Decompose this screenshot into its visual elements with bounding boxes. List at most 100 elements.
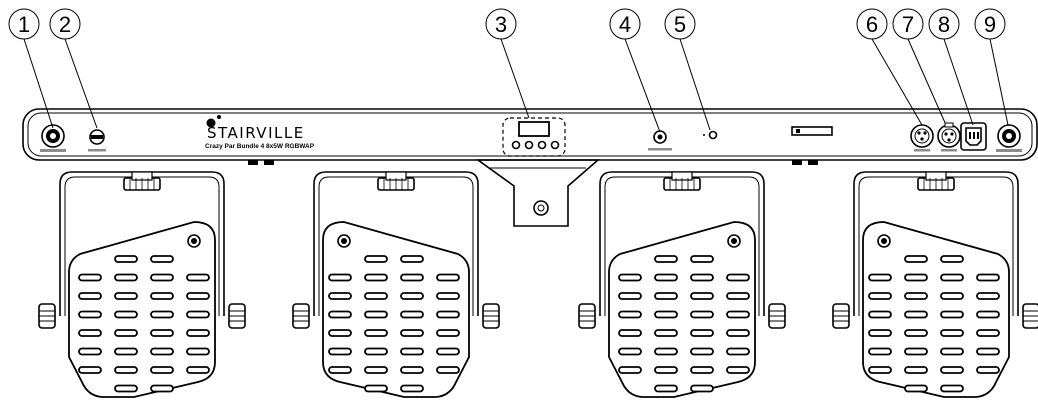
vent-slot (186, 347, 210, 356)
vent-slot (654, 384, 678, 393)
dmx-out-connector-icon (937, 122, 961, 152)
remote-jack-icon (648, 130, 672, 151)
vent-slot (904, 384, 928, 393)
model-name: Crazy Par Bundle 4 8x5W RGBWAP (205, 143, 315, 150)
mounting-clamp-icon (377, 171, 415, 191)
vent-slot (328, 273, 352, 282)
vent-slot (940, 255, 964, 263)
vent-slot (868, 292, 892, 300)
vent-slot (114, 366, 138, 374)
brand-logo: STAIRVILLE Crazy Par Bundle 4 8x5W RGBWA… (205, 115, 315, 150)
vent-slot (150, 329, 174, 337)
callout-1-number: 1 (18, 12, 30, 37)
vent-slot (78, 347, 102, 356)
vent-slot (618, 329, 642, 337)
vent-slot (78, 310, 102, 319)
vent-slot (654, 255, 678, 263)
vent-slot (150, 310, 174, 319)
vent-slot (400, 310, 424, 319)
vent-slot (904, 292, 928, 300)
vent-slot (690, 366, 714, 374)
vent-slot (400, 273, 424, 282)
vent-slot (186, 310, 210, 319)
vent-slot (364, 329, 388, 337)
power-out-connector-icon (996, 124, 1022, 152)
control-panel (502, 117, 566, 157)
vent-slot (400, 384, 424, 393)
menu-button-icon (511, 140, 521, 150)
lcd-display-icon (518, 121, 550, 137)
vent-slot (618, 366, 642, 374)
par-lamps (38, 171, 1038, 398)
vent-slot (328, 310, 352, 319)
vent-slot (726, 329, 750, 337)
vent-slot (328, 366, 352, 374)
callout-5-number: 5 (674, 12, 686, 37)
label-slot (791, 126, 833, 136)
callout-9: 9 (974, 8, 1009, 126)
vent-slot (868, 310, 892, 319)
vent-slot (690, 347, 714, 356)
callout-5: 5 (664, 8, 711, 131)
vent-slot (940, 273, 964, 282)
callout-8-number: 8 (938, 12, 950, 37)
vent-slot (654, 347, 678, 356)
mounting-clamp-icon (917, 171, 955, 191)
vent-slot (114, 329, 138, 337)
callout-2-number: 2 (59, 12, 71, 37)
vent-slot (654, 366, 678, 374)
vent-slot (940, 292, 964, 300)
vent-slot (726, 310, 750, 319)
vent-slot (940, 329, 964, 337)
vent-slot (436, 329, 460, 337)
vent-slot (364, 384, 388, 393)
tilt-knob-left-icon (38, 303, 56, 329)
vent-slot (436, 273, 460, 282)
vent-slot (364, 310, 388, 319)
par-lamp-2 (292, 171, 500, 398)
vent-slot (618, 292, 642, 300)
vent-slot (400, 329, 424, 337)
vent-slot (150, 255, 174, 263)
vent-slot (940, 347, 964, 356)
vent-slot (868, 329, 892, 337)
vent-slot (436, 347, 460, 356)
vent-slot (186, 329, 210, 337)
vent-slot (364, 347, 388, 356)
vent-slot (186, 292, 210, 300)
vent-slot (618, 347, 642, 356)
vent-slot (690, 310, 714, 319)
vent-slot (150, 366, 174, 374)
center-mounting-bracket (475, 159, 601, 227)
vent-slot (976, 310, 1000, 319)
vent-slot (904, 255, 928, 263)
callout-1: 1 (8, 8, 54, 129)
par-lamp-1 (38, 171, 246, 398)
vent-slot (904, 273, 928, 282)
vent-slot (436, 366, 460, 374)
vent-slot (114, 292, 138, 300)
iec-power-socket-icon (960, 122, 987, 151)
callout-4-number: 4 (619, 12, 631, 37)
callout-6: 6 (856, 8, 923, 126)
vent-slot (328, 329, 352, 337)
tilt-knob-right-icon (1022, 303, 1038, 329)
fuse-holder-icon (88, 129, 106, 152)
vent-slot (114, 310, 138, 319)
callout-2: 2 (49, 8, 98, 129)
vent-slot (940, 384, 964, 393)
brand-name: STAIRVILLE (207, 124, 305, 142)
vent-slot (114, 347, 138, 356)
vent-slot (78, 366, 102, 374)
vent-slot (364, 255, 388, 263)
setup-button-icon (524, 140, 534, 150)
callout-9-number: 9 (984, 12, 996, 37)
vent-slot (78, 329, 102, 337)
vent-slot (654, 273, 678, 282)
callout-4: 4 (609, 8, 661, 133)
vent-slot (654, 310, 678, 319)
vent-slot (976, 347, 1000, 356)
vent-slot (436, 310, 460, 319)
vent-slot (150, 273, 174, 282)
